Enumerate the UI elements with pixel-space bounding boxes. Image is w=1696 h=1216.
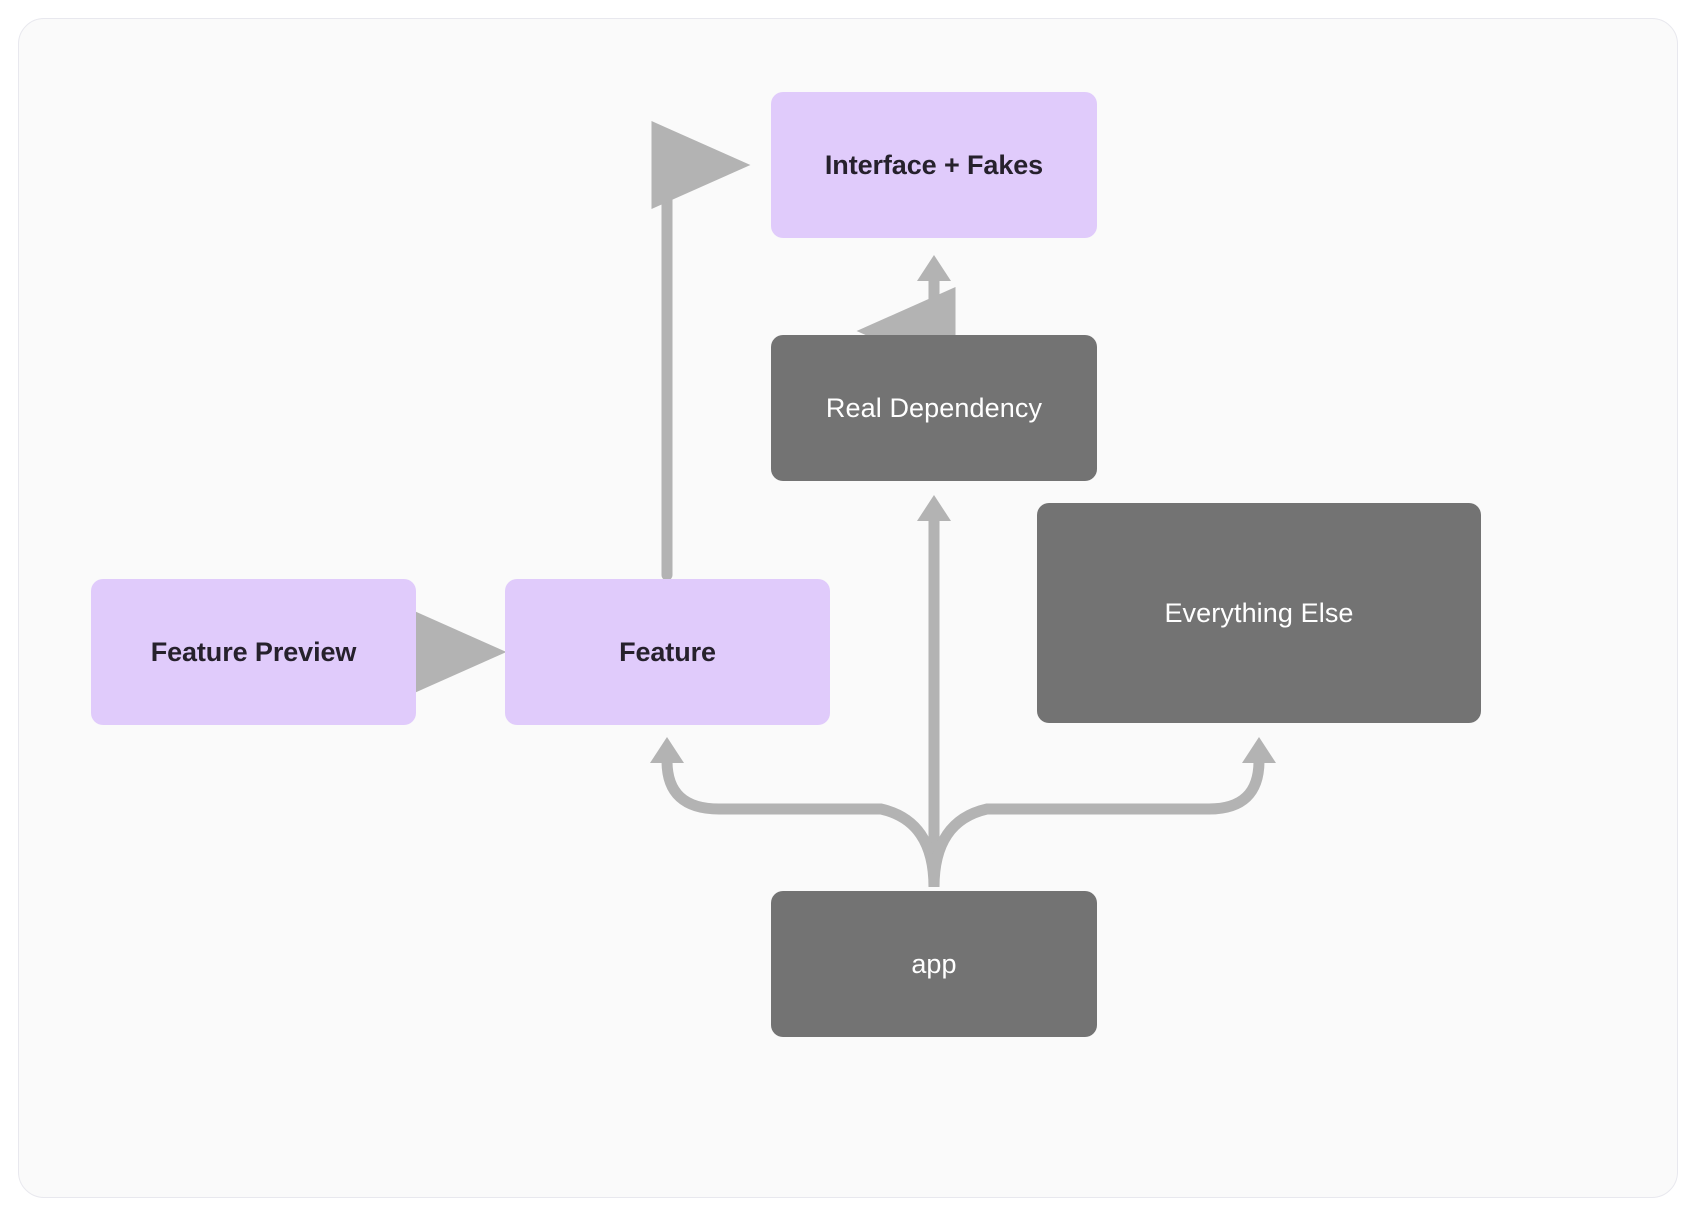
edge-app-to-everything-else xyxy=(928,737,1276,888)
node-label: Feature Preview xyxy=(150,636,357,667)
node-interface-fakes[interactable]: Interface + Fakes xyxy=(771,92,1097,238)
diagram-canvas: Interface + Fakes Real Dependency Everyt… xyxy=(18,18,1678,1198)
node-label: Real Dependency xyxy=(825,392,1043,423)
node-app[interactable]: app xyxy=(771,891,1097,1037)
edge-real-dependency-to-interface-fakes xyxy=(856,255,956,375)
node-label: Feature xyxy=(619,636,716,667)
node-label: app xyxy=(911,948,957,979)
edge-app-to-real-dependency xyxy=(917,495,951,887)
node-real-dependency[interactable]: Real Dependency xyxy=(771,335,1097,481)
node-label: Interface + Fakes xyxy=(824,149,1044,180)
edge-feature-to-interface-fakes xyxy=(651,121,751,581)
node-label: Everything Else xyxy=(1164,597,1354,628)
node-everything-else[interactable]: Everything Else xyxy=(1037,503,1481,723)
node-feature[interactable]: Feature xyxy=(505,579,830,725)
node-feature-preview[interactable]: Feature Preview xyxy=(91,579,416,725)
edge-app-to-feature xyxy=(650,737,940,888)
